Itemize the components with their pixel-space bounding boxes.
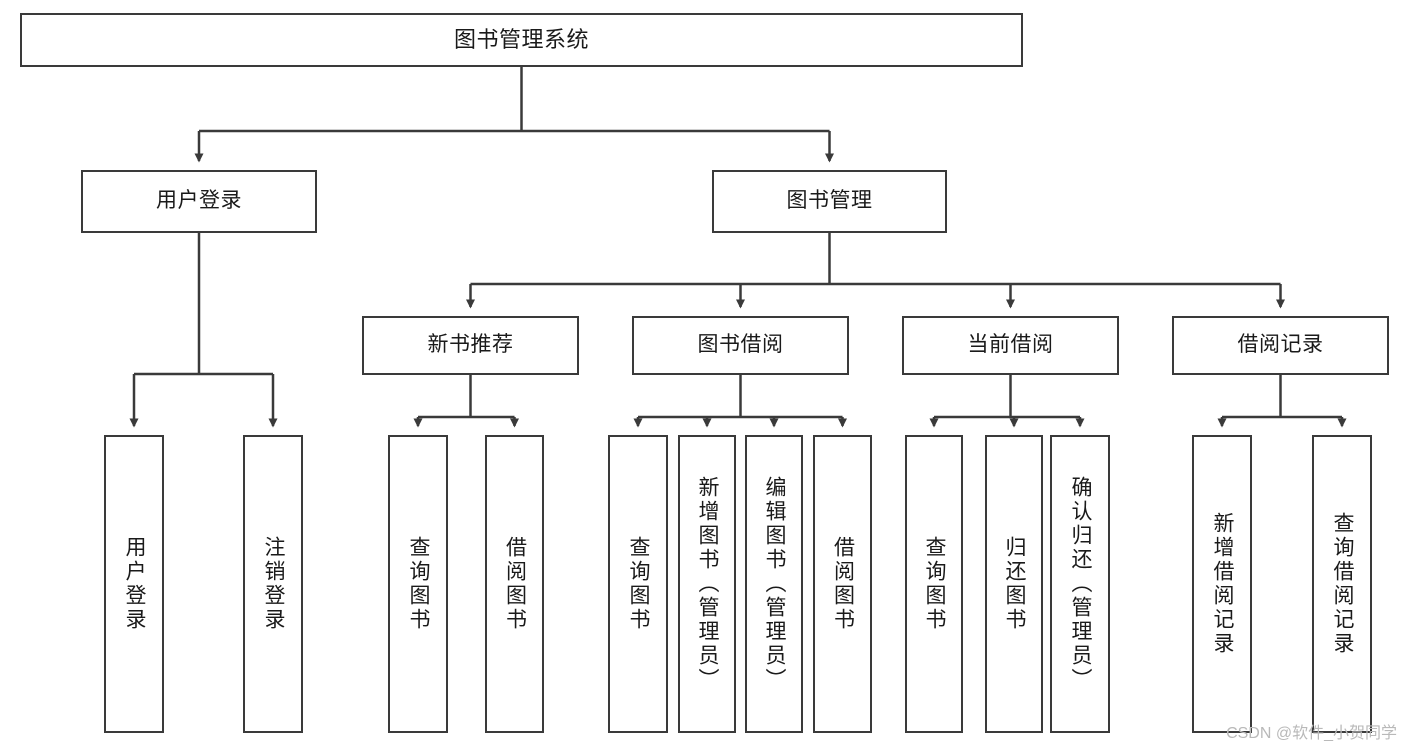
node-leaf-query-book-2[interactable]: 查询图书 [608, 435, 668, 733]
node-leaf-query-book-3[interactable]: 查询图书 [905, 435, 963, 733]
node-book-borrow-label: 图书借阅 [697, 333, 784, 357]
node-leaf-query-book-1-label: 查询图书 [407, 536, 431, 632]
node-new-book-rec[interactable]: 新书推荐 [362, 316, 579, 375]
node-leaf-borrow-book-1[interactable]: 借阅图书 [485, 435, 544, 733]
node-leaf-user-login-label: 用户登录 [123, 536, 147, 632]
node-borrow-record[interactable]: 借阅记录 [1172, 316, 1389, 375]
node-book-borrow[interactable]: 图书借阅 [632, 316, 849, 375]
node-new-book-rec-label: 新书推荐 [427, 333, 514, 357]
node-leaf-edit-book-label: 编辑图书（管理员） [763, 476, 787, 692]
node-leaf-borrow-book-2[interactable]: 借阅图书 [813, 435, 872, 733]
node-leaf-borrow-book-2-label: 借阅图书 [831, 536, 855, 632]
node-root-label: 图书管理系统 [453, 27, 589, 53]
node-leaf-user-logout-label: 注销登录 [262, 536, 286, 632]
node-leaf-query-record[interactable]: 查询借阅记录 [1312, 435, 1372, 733]
node-leaf-borrow-book-1-label: 借阅图书 [503, 536, 527, 632]
node-leaf-query-record-label: 查询借阅记录 [1331, 512, 1355, 656]
node-leaf-query-book-2-label: 查询图书 [627, 536, 651, 632]
node-leaf-user-logout[interactable]: 注销登录 [243, 435, 303, 733]
node-current-borrow[interactable]: 当前借阅 [902, 316, 1119, 375]
node-leaf-add-record-label: 新增借阅记录 [1211, 512, 1235, 656]
node-leaf-query-book-1[interactable]: 查询图书 [388, 435, 448, 733]
node-root[interactable]: 图书管理系统 [20, 13, 1023, 67]
node-leaf-add-book-label: 新增图书（管理员） [696, 476, 720, 692]
node-book-manage[interactable]: 图书管理 [712, 170, 947, 233]
node-leaf-edit-book[interactable]: 编辑图书（管理员） [745, 435, 803, 733]
node-leaf-add-book[interactable]: 新增图书（管理员） [678, 435, 736, 733]
node-leaf-return-book-label: 归还图书 [1003, 536, 1027, 632]
node-leaf-user-login[interactable]: 用户登录 [104, 435, 164, 733]
node-leaf-query-book-3-label: 查询图书 [923, 536, 947, 632]
node-book-manage-label: 图书管理 [786, 189, 873, 213]
node-borrow-record-label: 借阅记录 [1237, 333, 1324, 357]
node-user-login-label: 用户登录 [156, 189, 242, 213]
node-leaf-confirm-return[interactable]: 确认归还（管理员） [1050, 435, 1110, 733]
node-leaf-confirm-return-label: 确认归还（管理员） [1069, 476, 1093, 692]
node-leaf-add-record[interactable]: 新增借阅记录 [1192, 435, 1252, 733]
node-current-borrow-label: 当前借阅 [967, 333, 1054, 357]
node-user-login[interactable]: 用户登录 [81, 170, 317, 233]
node-leaf-return-book[interactable]: 归还图书 [985, 435, 1043, 733]
